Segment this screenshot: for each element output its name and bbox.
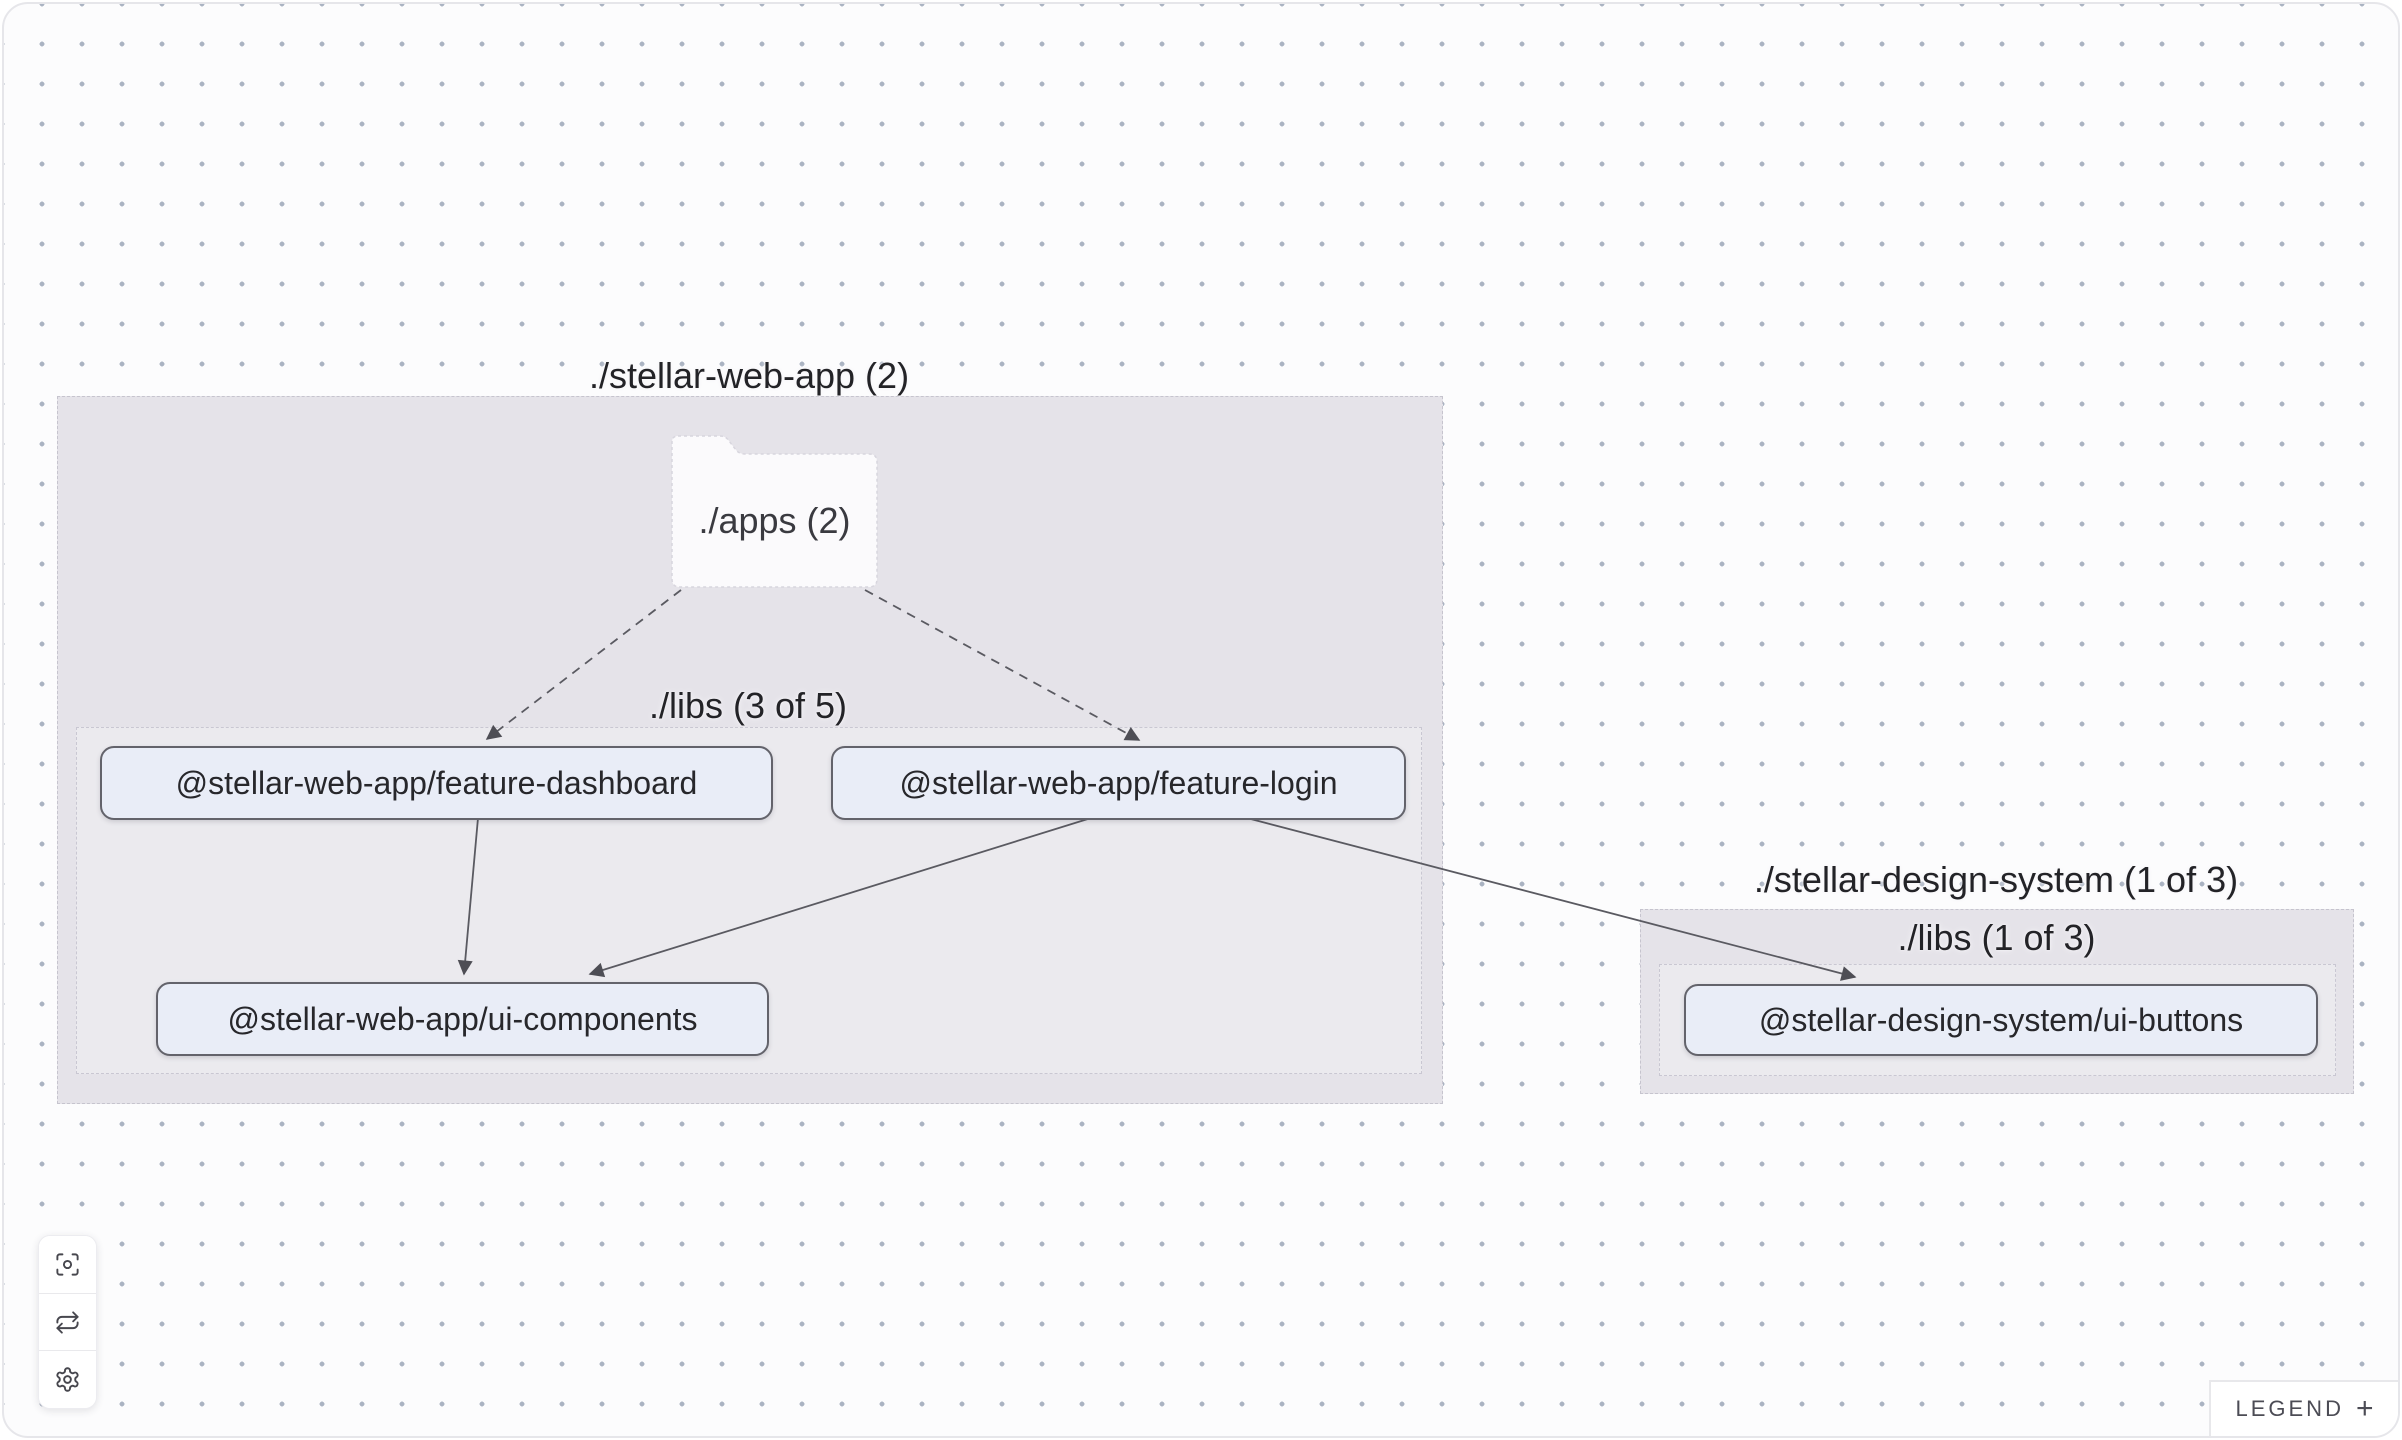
group-title-stellar-web-app: ./stellar-web-app (2): [588, 355, 910, 396]
node-ui-buttons-label: @stellar-design-system/ui-buttons: [1758, 1001, 2244, 1038]
legend-toggle[interactable]: LEGEND +: [2209, 1380, 2398, 1436]
node-feature-login[interactable]: @stellar-web-app/feature-login: [831, 746, 1406, 820]
reset-layout-button[interactable]: [39, 1292, 96, 1351]
node-feature-dashboard[interactable]: @stellar-web-app/feature-dashboard: [100, 746, 773, 820]
settings-button[interactable]: [39, 1350, 96, 1408]
apps-folder-shape[interactable]: [670, 428, 879, 589]
gear-icon: [56, 1367, 79, 1392]
canvas-toolbar: [38, 1235, 97, 1409]
plus-icon: +: [2355, 1392, 2374, 1425]
focus-icon: [56, 1253, 79, 1276]
refresh-icon: [56, 1310, 79, 1334]
group-title-stellar-design-system: ./stellar-design-system (1 of 3): [1753, 859, 2239, 900]
legend-label: LEGEND: [2235, 1396, 2344, 1421]
node-feature-login-label: @stellar-web-app/feature-login: [899, 764, 1338, 801]
apps-folder-label: ./apps (2): [698, 499, 851, 541]
node-ui-components-label: @stellar-web-app/ui-components: [227, 1000, 698, 1037]
node-feature-dashboard-label: @stellar-web-app/feature-dashboard: [175, 764, 698, 801]
center-graph-button[interactable]: [39, 1236, 96, 1293]
node-ui-components[interactable]: @stellar-web-app/ui-components: [156, 982, 769, 1056]
node-ui-buttons[interactable]: @stellar-design-system/ui-buttons: [1684, 984, 2318, 1056]
